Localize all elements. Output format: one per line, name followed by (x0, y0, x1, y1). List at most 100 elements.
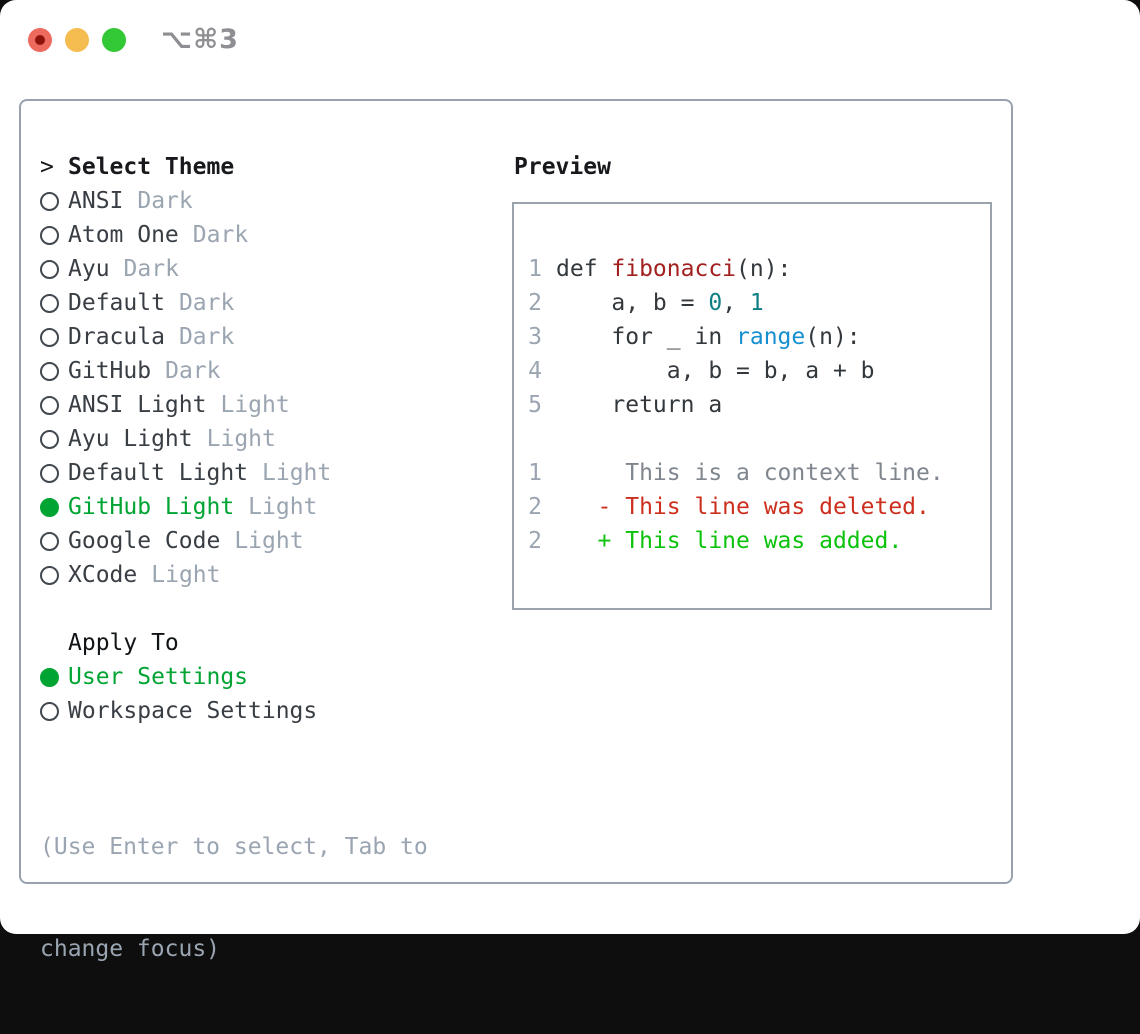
option-variant-tag: Dark (137, 188, 193, 214)
radio-circle (40, 565, 59, 585)
preview-line: 3 for _ in range(n): (514, 320, 990, 354)
titlebar: ⌥⌘3 (28, 24, 239, 55)
preview-line: 5 return a (514, 388, 990, 422)
minimize-button[interactable] (65, 27, 89, 52)
option-label: Atom One (68, 222, 179, 248)
preview-title: Preview (514, 154, 611, 180)
radio-unselected-icon (40, 361, 68, 381)
option-label: ANSI Light (68, 392, 207, 418)
line-content: a, b = b, a + b (556, 358, 875, 384)
radio-circle (40, 497, 59, 517)
line-content: This is a context line. (556, 460, 944, 486)
option-label: Default (68, 290, 165, 316)
line-number: 3 (528, 324, 542, 350)
theme-option[interactable]: Default Dark (40, 286, 331, 320)
option-label: Ayu Light (68, 426, 193, 452)
radio-circle (40, 191, 59, 211)
option-label: GitHub Light (68, 494, 235, 520)
line-number: 4 (528, 358, 542, 384)
theme-list-header: > Select Theme (40, 150, 331, 184)
radio-unselected-icon (40, 429, 68, 449)
radio-unselected-icon (40, 395, 68, 415)
radio-circle (40, 667, 59, 687)
option-variant-tag: Light (262, 460, 332, 486)
radio-unselected-icon (40, 327, 68, 347)
code-segment-code: , (722, 290, 750, 316)
radio-circle (40, 293, 59, 313)
close-dot-icon (35, 34, 45, 45)
line-content: - This line was deleted. (556, 494, 930, 520)
code-segment-code: return a (556, 392, 723, 418)
line-number: 1 (528, 256, 542, 282)
preview-line: 2 - This line was deleted. (514, 490, 990, 524)
theme-option[interactable]: GitHub Dark (40, 354, 331, 388)
blank-line (514, 422, 990, 456)
code-segment-number: 0 (708, 290, 723, 316)
theme-list-title: Select Theme (68, 154, 235, 180)
code-segment-builtin: range (736, 324, 806, 350)
radio-unselected-icon (40, 259, 68, 279)
code-segment-code: (n): (805, 324, 861, 350)
line-number: 1 (528, 460, 542, 486)
code-segment-code: a, b = (556, 290, 709, 316)
preview-line: 1 def fibonacci(n): (514, 252, 990, 286)
close-button[interactable] (28, 27, 52, 52)
apply-to-title: Apply To (68, 630, 179, 656)
radio-unselected-icon (40, 293, 68, 313)
option-label: Ayu (68, 256, 110, 282)
preview-line: 1 This is a context line. (514, 456, 990, 490)
code-segment-code: a, b = b, a + b (556, 358, 875, 384)
option-variant-tag: Dark (165, 358, 221, 384)
radio-unselected-icon (40, 531, 68, 551)
line-content: a, b = 0, 1 (556, 290, 764, 316)
theme-option[interactable]: Ayu Light Light (40, 422, 331, 456)
radio-unselected-icon (40, 565, 68, 585)
radio-circle (40, 395, 59, 415)
help-hint: (Use Enter to select, Tab to change focu… (40, 762, 428, 1034)
option-label: User Settings (68, 664, 249, 690)
radio-circle (40, 429, 59, 449)
theme-option[interactable]: Atom One Dark (40, 218, 331, 252)
line-number: 2 (528, 494, 542, 520)
code-segment-number: 1 (749, 290, 764, 316)
apply-to-option[interactable]: User Settings (40, 660, 317, 694)
line-number: 2 (528, 528, 542, 554)
theme-option[interactable]: ANSI Dark (40, 184, 331, 218)
help-hint-line2: change focus) (40, 936, 221, 962)
theme-option[interactable]: XCode Light (40, 558, 331, 592)
option-label: ANSI (68, 188, 124, 214)
option-variant-tag: Light (151, 562, 221, 588)
option-label: XCode (68, 562, 138, 588)
option-variant-tag: Dark (178, 290, 235, 316)
code-segment-deleted: - This line was deleted. (556, 494, 930, 520)
option-label: Google Code (68, 528, 221, 554)
preview-line: 2 a, b = 0, 1 (514, 286, 990, 320)
apply-to-option[interactable]: Workspace Settings (40, 694, 317, 728)
maximize-button[interactable] (102, 27, 126, 52)
prompt-caret-icon: > (40, 154, 54, 180)
code-segment-func: fibonacci (611, 256, 737, 282)
apply-to-header: Apply To (40, 626, 317, 660)
option-variant-tag: Dark (192, 222, 249, 248)
preview-line: 2 + This line was added. (514, 524, 990, 558)
radio-circle (40, 225, 59, 245)
line-number: 2 (528, 290, 542, 316)
radio-selected-icon (40, 667, 68, 687)
option-variant-tag: Light (206, 426, 276, 452)
radio-unselected-icon (40, 225, 68, 245)
line-content: def fibonacci(n): (556, 256, 791, 282)
option-label: GitHub (68, 358, 152, 384)
code-segment-added: + This line was added. (556, 528, 903, 554)
help-hint-line1: (Use Enter to select, Tab to (40, 834, 428, 860)
radio-unselected-icon (40, 191, 68, 211)
